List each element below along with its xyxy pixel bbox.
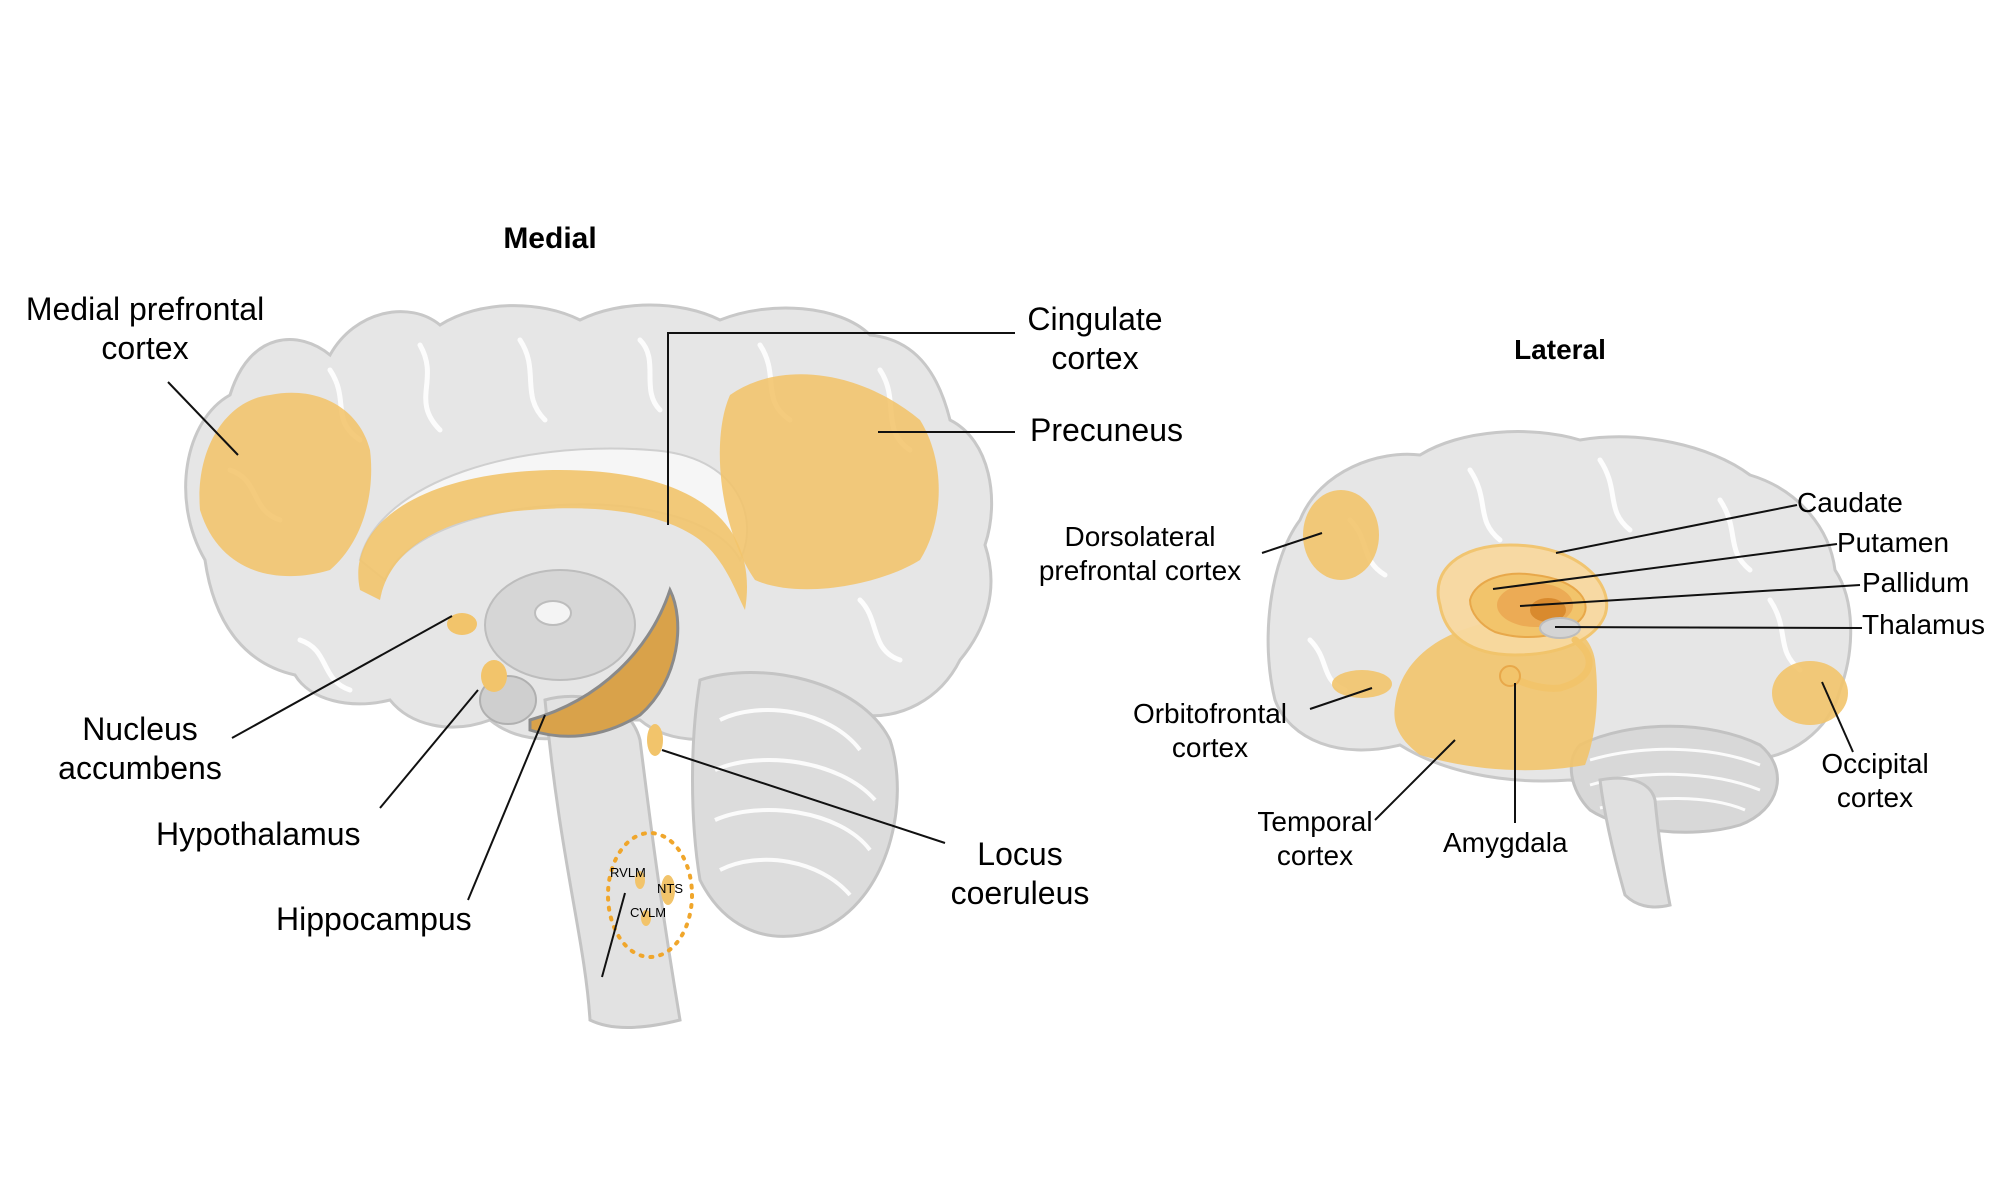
rvlm-label: RVLM	[610, 865, 646, 880]
medulla-leader	[601, 892, 626, 978]
temporal-line2: cortex	[1276, 840, 1354, 872]
nucleus-accumbens-line2: accumbens	[58, 750, 222, 787]
cingulate-label-line2: cortex	[1051, 340, 1139, 377]
pallidum-leader	[1519, 584, 1861, 607]
cingulate-label-line1: Cingulate	[1027, 301, 1163, 337]
nucleus-accumbens-leader	[231, 615, 453, 739]
caudate-label: Caudate	[1797, 487, 1903, 518]
occipital-line1: Occipital	[1821, 748, 1929, 779]
dlpfc-line1: Dorsolateral	[1064, 521, 1216, 552]
lateral-brainstem	[1598, 776, 1672, 909]
medial-title: Medial	[503, 222, 597, 255]
mpfc-region	[199, 392, 372, 577]
pallidum-label: Pallidum	[1862, 567, 1970, 598]
occipital-line2: cortex	[1836, 782, 1914, 814]
dlpfc-label: Dorsolateral prefrontal cortex	[1020, 520, 1260, 588]
mpfc-label: Medial prefrontal cortex	[10, 290, 280, 368]
nucleus-accumbens-region	[447, 613, 477, 635]
temporal-region	[1394, 617, 1597, 771]
temporal-leader	[1374, 739, 1456, 821]
ofc-leader	[1309, 687, 1373, 710]
hippocampus-leader	[467, 714, 546, 901]
nts-label: NTS	[657, 881, 683, 896]
hippocampus-region	[528, 586, 680, 738]
locus-coeruleus-label: Locus coeruleus	[940, 835, 1100, 913]
thalamus-leader	[1554, 626, 1863, 629]
lateral-title: Lateral	[1514, 334, 1606, 365]
dlpfc-line2: prefrontal cortex	[1038, 555, 1242, 587]
occipital-region	[1772, 661, 1848, 725]
nucleus-accumbens-label: Nucleus accumbens	[40, 710, 240, 788]
ofc-region	[1332, 670, 1392, 698]
dlpfc-region	[1303, 490, 1379, 580]
hippocampus-label: Hippocampus	[276, 901, 472, 937]
medulla-nuclei-outline	[606, 831, 694, 959]
thalamus-label: Thalamus	[1862, 609, 1985, 640]
medial-brainstem	[543, 694, 682, 1029]
locus-coeruleus-leader	[661, 749, 946, 844]
hypothalamus-label: Hypothalamus	[156, 816, 361, 852]
nucleus-accumbens-line1: Nucleus	[82, 711, 198, 747]
hypothalamus-region	[481, 660, 507, 692]
medial-brain: RVLM NTS CVLM	[167, 303, 1015, 1029]
temporal-label: Temporal cortex	[1245, 805, 1385, 873]
ofc-line2: cortex	[1171, 732, 1249, 764]
amygdala-region	[1499, 665, 1521, 687]
occipital-label: Occipital cortex	[1800, 747, 1950, 815]
dlpfc-leader	[1261, 532, 1323, 554]
medial-cerebellum	[691, 671, 899, 938]
hypothalamus-leader	[379, 689, 479, 809]
ofc-line1: Orbitofrontal	[1132, 698, 1288, 729]
caudate-leader	[1555, 504, 1798, 554]
occipital-leader	[1821, 681, 1854, 753]
caudate-tail	[1506, 636, 1593, 692]
temporal-line1: Temporal	[1257, 806, 1373, 837]
locus-coeruleus-line1: Locus	[977, 836, 1063, 872]
locus-coeruleus-line2: coeruleus	[950, 875, 1090, 912]
cingulate-leader	[667, 332, 1015, 525]
cingulate-label: Cingulate cortex	[1005, 300, 1185, 378]
precuneus-region	[719, 374, 939, 590]
mpfc-leader	[167, 381, 239, 456]
locus-coeruleus-region	[647, 724, 663, 756]
cingulate-region	[358, 470, 748, 610]
lateral-brain	[1261, 430, 1863, 909]
mpfc-label-line1: Medial prefrontal	[25, 291, 265, 327]
putamen-label: Putamen	[1837, 527, 1950, 558]
precuneus-label: Precuneus	[1030, 412, 1183, 448]
ofc-label: Orbitofrontal cortex	[1115, 697, 1305, 765]
mpfc-label-line2: cortex	[101, 330, 189, 367]
cvlm-label: CVLM	[630, 905, 666, 920]
amygdala-label: Amygdala	[1443, 827, 1568, 858]
putamen-leader	[1492, 543, 1838, 590]
